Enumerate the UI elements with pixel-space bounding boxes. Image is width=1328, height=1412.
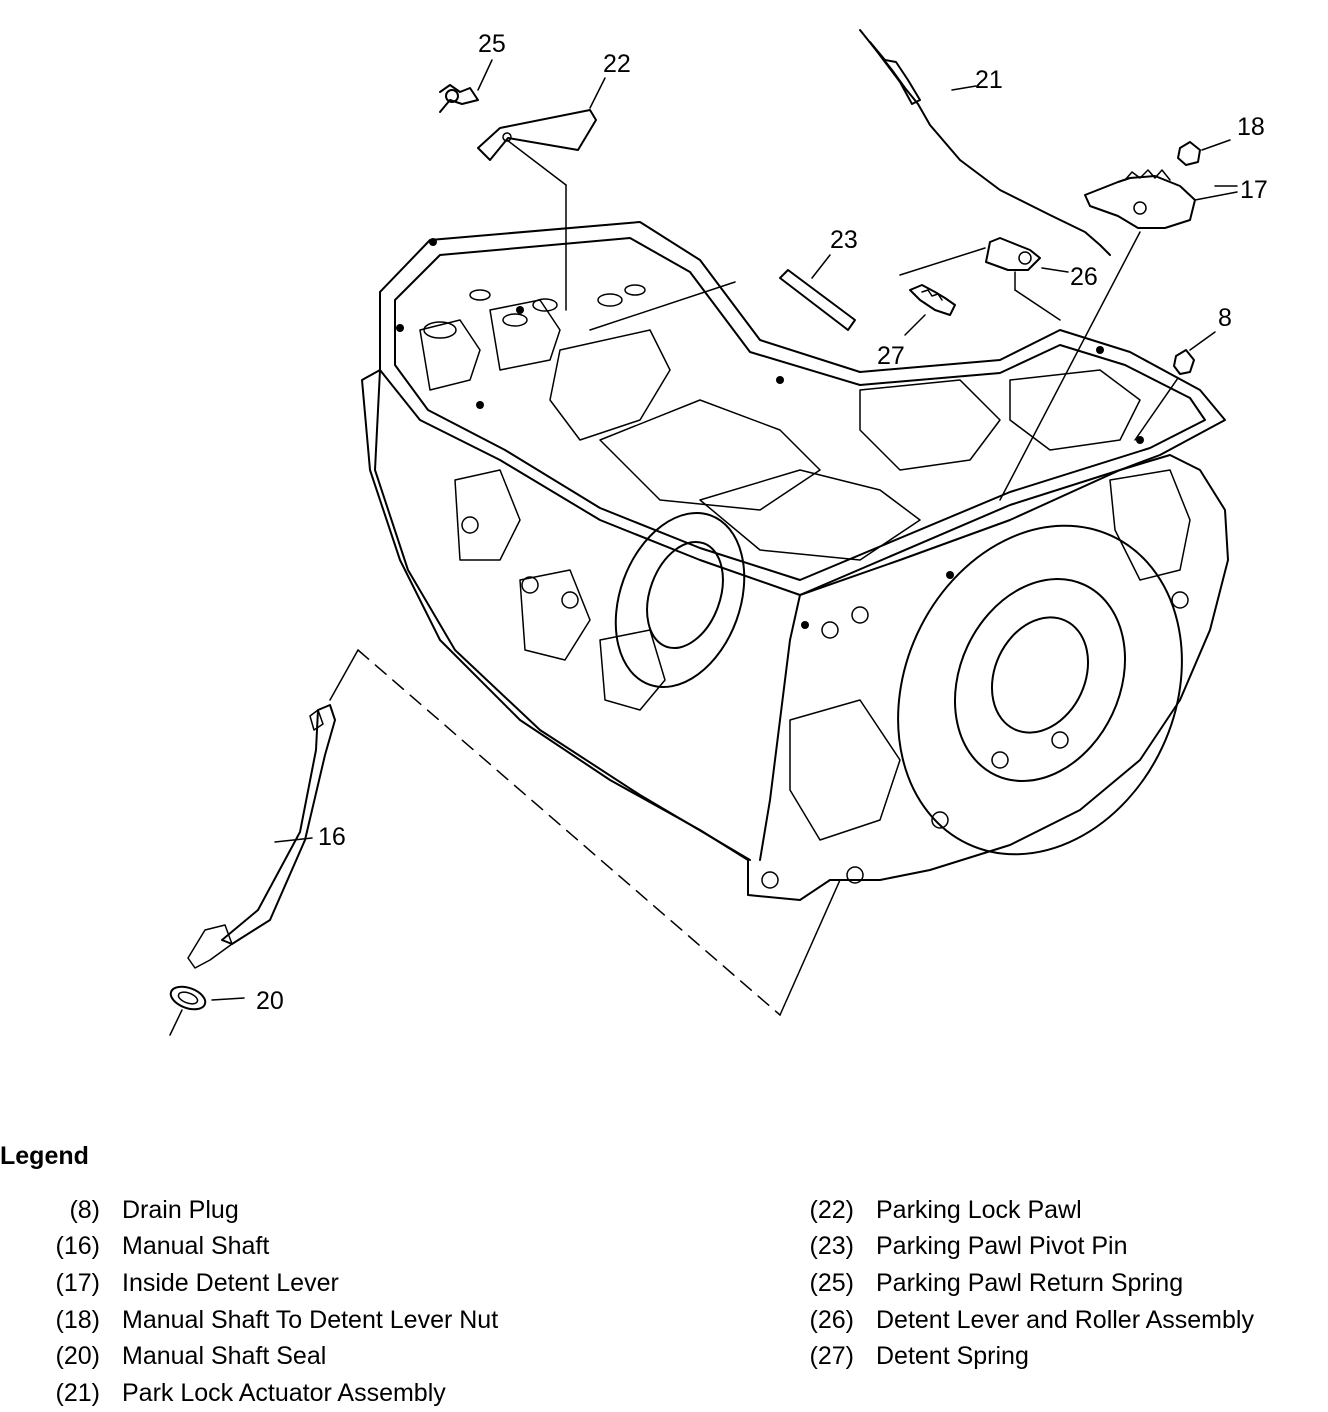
legend-left-column: (8) Drain Plug (16) Manual Shaft (17) Insid… [48, 1192, 499, 1412]
transmission-exploded-diagram: 25 22 21 18 17 23 26 8 27 16 20 [169, 29, 1268, 1036]
legend-item: (22) Parking Lock Pawl [802, 1192, 1254, 1229]
legend-right-column: (22) Parking Lock Pawl (23) Parking Pawl P… [802, 1192, 1254, 1375]
legend-item: (23) Parking Pawl Pivot Pin [802, 1229, 1254, 1266]
detent-lever-nut [1177, 139, 1231, 166]
legend-number: (8) [69, 1195, 100, 1224]
legend-number: (22) [809, 1195, 854, 1224]
legend-number: (18) [55, 1305, 100, 1334]
legend-number: (17) [55, 1268, 100, 1297]
callout-8: 8 [1218, 304, 1232, 332]
legend-item: (21) Park Lock Actuator Assembly [48, 1375, 498, 1412]
leader-22 [589, 77, 606, 109]
legend-number: (23) [809, 1232, 854, 1261]
legend-number: (21) [55, 1378, 100, 1407]
leader-23 [811, 254, 831, 279]
detent-lever-roller-assembly [899, 237, 1069, 321]
inside-detent-lever [999, 169, 1238, 501]
callout-23: 23 [830, 226, 858, 254]
parking-pawl-return-spring [439, 84, 479, 113]
callout-25: 25 [478, 30, 506, 58]
legend-title: Legend [0, 1142, 89, 1170]
legend-item: (17) Inside Detent Lever [48, 1265, 498, 1302]
callout-17: 17 [1240, 176, 1268, 204]
legend-label: Parking Lock Pawl [876, 1195, 1082, 1224]
manual-shaft [187, 704, 336, 969]
callout-16: 16 [318, 823, 346, 851]
callout-21: 21 [975, 66, 1003, 94]
legend-label: Manual Shaft To Detent Lever Nut [122, 1305, 499, 1334]
legend-item: (20) Manual Shaft Seal [48, 1338, 498, 1375]
callout-27: 27 [877, 342, 905, 370]
detent-spring [904, 284, 956, 336]
legend-number: (25) [809, 1268, 854, 1297]
legend-item: (18) Manual Shaft To Detent Lever Nut [48, 1302, 499, 1339]
legend-item: (8) Drain Plug [48, 1192, 498, 1229]
parking-lock-pawl [477, 109, 597, 311]
park-lock-actuator [859, 29, 1111, 256]
legend-label: Parking Pawl Pivot Pin [876, 1232, 1128, 1261]
legend-item: (25) Parking Pawl Return Spring [802, 1265, 1254, 1302]
legend-item: (16) Manual Shaft [48, 1229, 498, 1266]
legend-item: (27) Detent Spring [802, 1338, 1254, 1375]
transmission-case [361, 221, 1229, 901]
legend-number: (20) [55, 1342, 100, 1371]
legend-label: Drain Plug [122, 1195, 239, 1224]
callout-22: 22 [603, 50, 631, 78]
leader-25 [477, 59, 493, 91]
legend-label: Detent Spring [876, 1342, 1029, 1371]
legend-number: (26) [809, 1305, 854, 1334]
legend-item: (26) Detent Lever and Roller Assembly [802, 1302, 1254, 1339]
legend-label: Park Lock Actuator Assembly [122, 1378, 446, 1407]
legend-label: Detent Lever and Roller Assembly [876, 1305, 1254, 1334]
callout-26: 26 [1070, 263, 1098, 291]
callout-20: 20 [256, 987, 284, 1015]
manual-shaft-seal [169, 985, 245, 1036]
legend-label: Parking Pawl Return Spring [876, 1268, 1184, 1297]
legend-number: (16) [55, 1232, 100, 1261]
drain-plug [1134, 331, 1216, 441]
legend-label: Manual Shaft Seal [122, 1342, 327, 1371]
callout-18: 18 [1237, 113, 1265, 141]
legend-number: (27) [809, 1342, 854, 1371]
legend-label: Inside Detent Lever [122, 1268, 339, 1297]
manual-shaft-leader [329, 649, 841, 1016]
legend-label: Manual Shaft [122, 1232, 270, 1261]
parking-pawl-pivot-pin [589, 269, 856, 331]
